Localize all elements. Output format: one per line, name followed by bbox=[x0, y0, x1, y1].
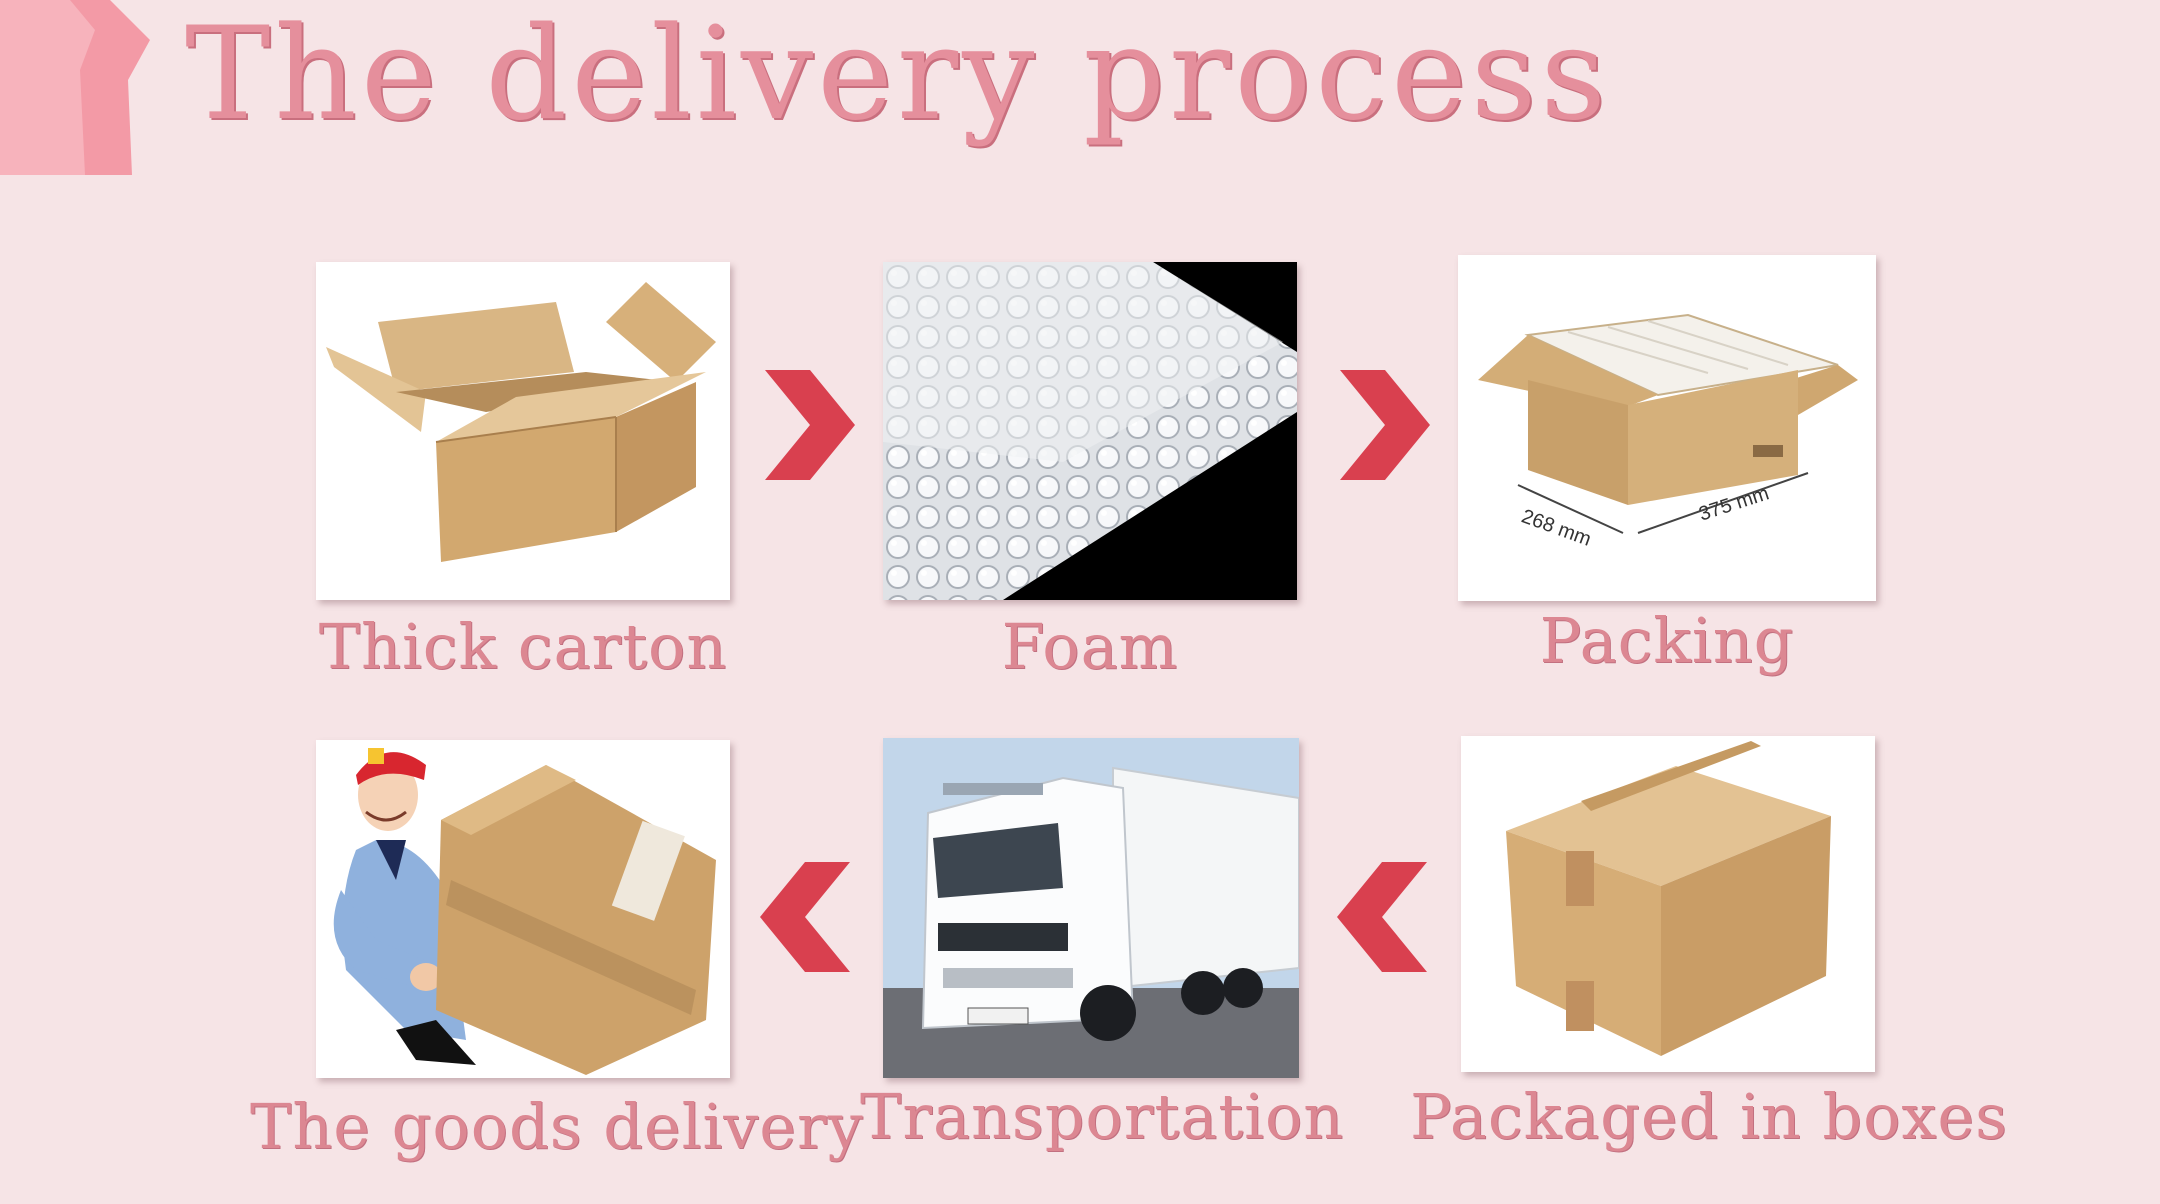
step-label-goods-delivery: The goods delivery bbox=[250, 1090, 864, 1163]
arrow-right-icon bbox=[765, 370, 855, 480]
corner-decoration bbox=[0, 0, 150, 175]
step-label-foam: Foam bbox=[1001, 610, 1179, 683]
step-label-thick-carton: Thick carton bbox=[318, 610, 728, 683]
step-label-packaged-in-boxes: Packaged in boxes bbox=[1410, 1080, 2008, 1153]
arrow-left-icon bbox=[1337, 862, 1427, 972]
closed-box-image bbox=[1461, 736, 1875, 1072]
arrow-left-icon bbox=[760, 862, 850, 972]
courier-image bbox=[316, 740, 730, 1078]
arrow-right-icon bbox=[1340, 370, 1430, 480]
packed-carton-image: 268 mm 375 mm bbox=[1458, 255, 1876, 601]
bubble-wrap-image bbox=[883, 262, 1297, 600]
step-label-transportation: Transportation bbox=[860, 1080, 1345, 1153]
step-label-packing: Packing bbox=[1539, 604, 1795, 677]
open-carton-image bbox=[316, 262, 730, 600]
page-title: The delivery process bbox=[185, 0, 1611, 149]
truck-image bbox=[883, 738, 1299, 1078]
